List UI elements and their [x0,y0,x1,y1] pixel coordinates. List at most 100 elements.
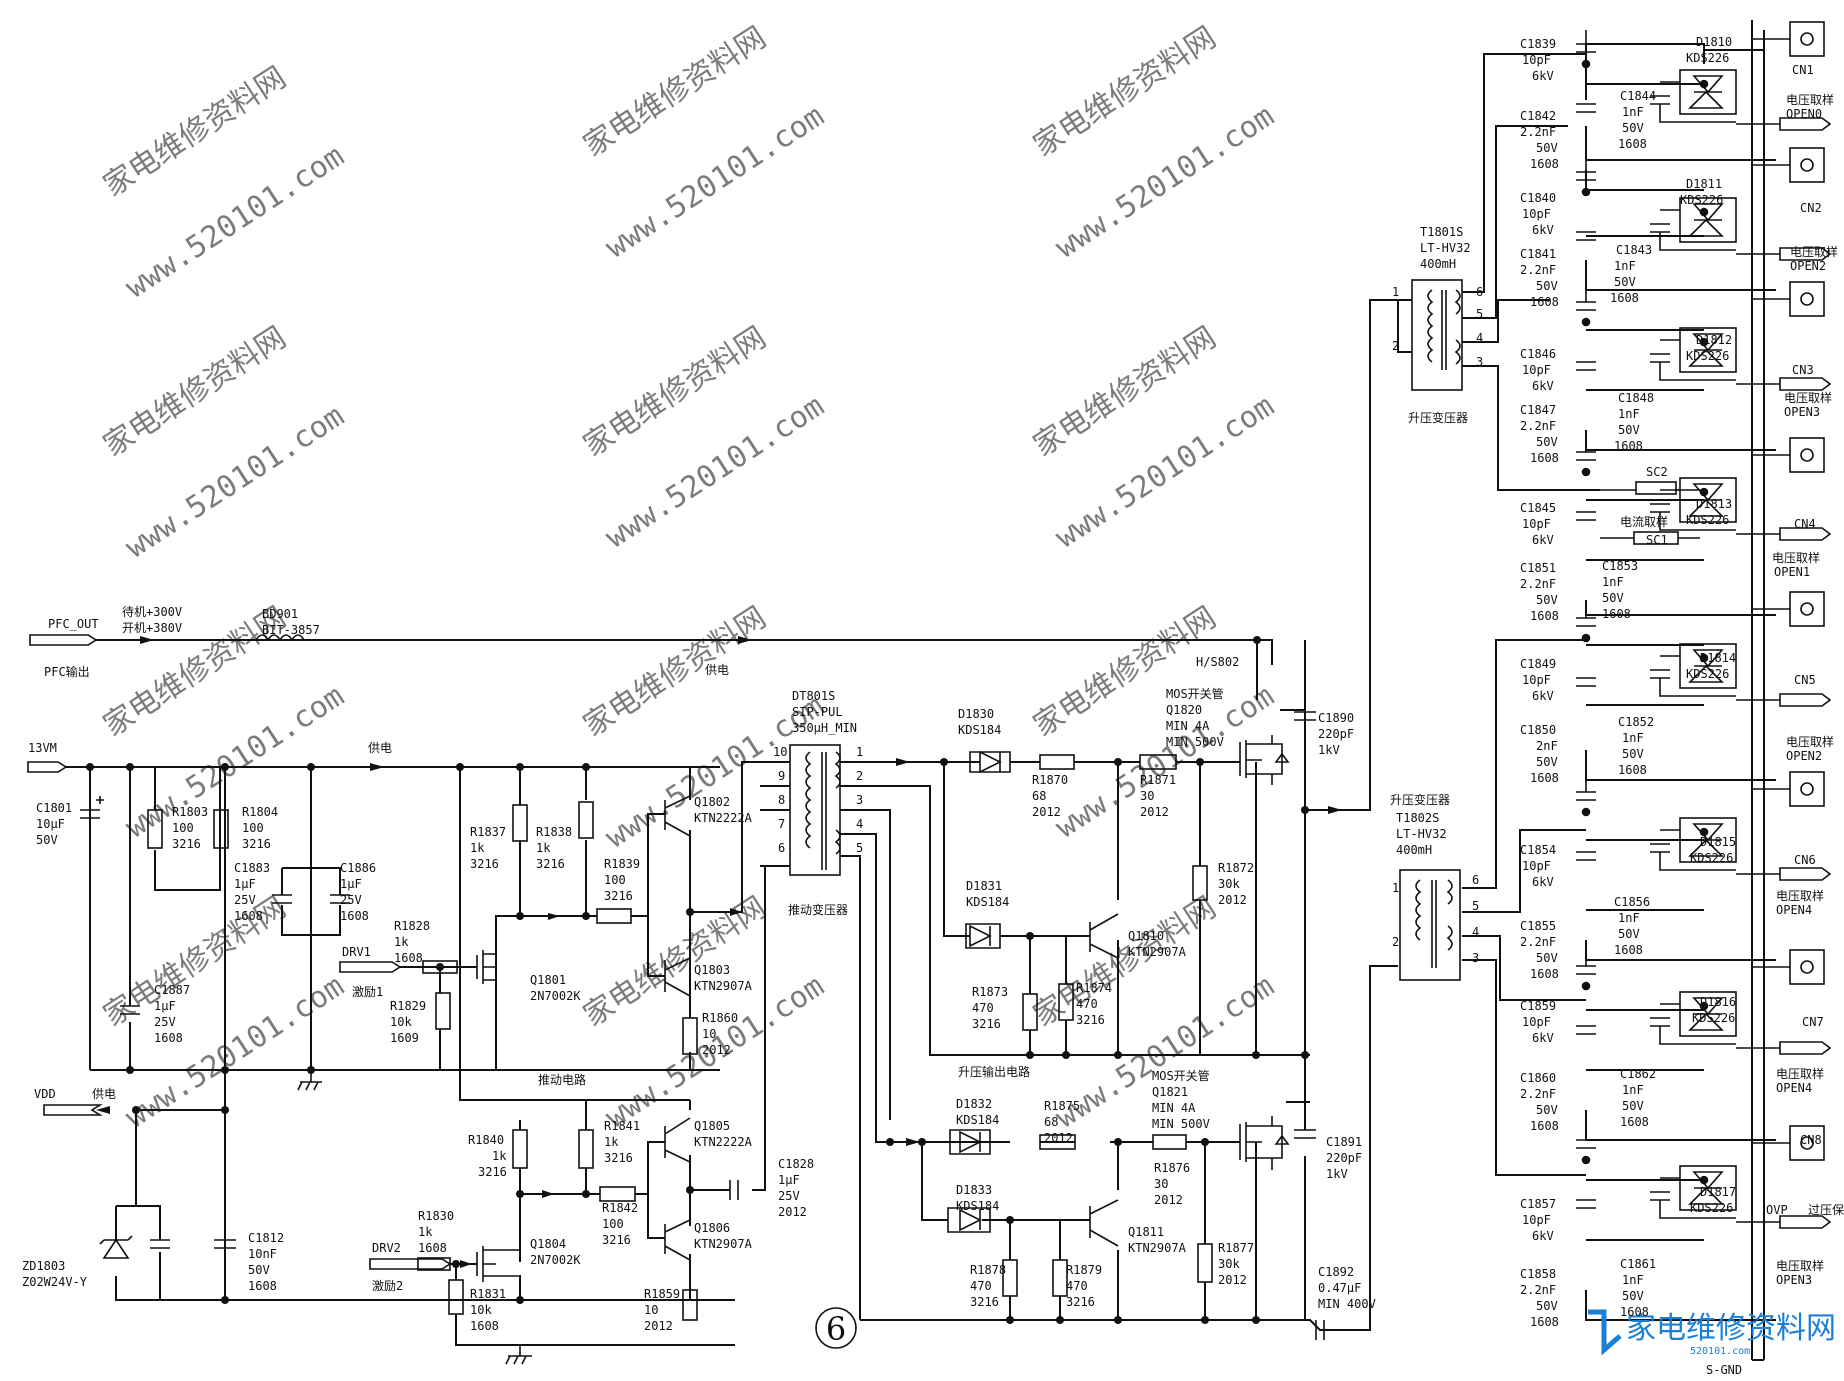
component-label: 30k [1218,1257,1240,1271]
component-label: 50V [248,1263,270,1277]
component-label: 2nF [1536,739,1558,753]
component-label: R1803 [172,805,208,819]
component-label: 2012 [1218,893,1247,907]
component-label: 电压取样 [1776,1066,1824,1081]
connector-pfc-out [29,634,98,646]
connector-pin [1800,1136,1814,1150]
component-label: 30 [1140,789,1154,803]
component-label: 2.2nF [1520,263,1556,277]
component-label: 13VM [28,741,57,755]
component-label: 50V [1536,755,1558,769]
pin-number: 5 [856,841,863,855]
pin-number: 6 [778,841,785,855]
connector-pin [1800,782,1814,796]
component-label: OPEN3 [1776,1273,1812,1287]
component-label: 10μF [36,817,65,831]
pin-number: 1 [1392,881,1399,895]
component-label: 推动电路 [538,1072,586,1087]
component-label: 1608 [470,1319,499,1333]
component-label: 400mH [1420,257,1456,271]
component-label: 50V [1536,593,1558,607]
component-label: 电压取样 [1790,244,1838,259]
component-label: D1831 [966,879,1002,893]
component-label: R1877 [1218,1241,1254,1255]
component-label: KTN2907A [1128,945,1187,959]
component-label: C1843 [1616,243,1652,257]
cn-connector [1789,21,1825,57]
component-label: 3216 [1066,1295,1095,1309]
component-label: Q1803 [694,963,730,977]
component-label: C1812 [248,1231,284,1245]
component-label: 6kV [1532,1031,1554,1045]
component-label: C1852 [1618,715,1654,729]
voltage-sample-connector [1779,693,1832,707]
component-label: 25V [234,893,256,907]
component-label: 1nF [1622,1273,1644,1287]
component-label: 100 [602,1217,624,1231]
component-label: 1608 [1530,451,1559,465]
bd901-inductor [255,634,305,642]
pin-number: 4 [856,817,863,831]
component-label: Q1811 [1128,1225,1164,1239]
component-label: 1nF [1622,731,1644,745]
component-label: 50V [1622,121,1644,135]
component-label: 10k [390,1015,412,1029]
component-label: 2.2nF [1520,1283,1556,1297]
component-label: 50V [1536,951,1558,965]
component-label: CN8 [1800,1133,1822,1147]
component-label: R1828 [394,919,430,933]
component-label: R1872 [1218,861,1254,875]
component-label: 1608 [1614,439,1643,453]
kds226-diode [1679,197,1737,243]
component-label: KDS226 [1692,1011,1735,1025]
component-label: 2N7002K [530,989,581,1003]
voltage-sample-connector [1779,117,1832,131]
component-label: 10pF [1522,1213,1551,1227]
component-label: 3216 [242,837,271,851]
component-label: 50V [1536,279,1558,293]
component-label: 1nF [1618,911,1640,925]
pin-number: 1 [1392,285,1399,299]
component-label: ZD1803 [22,1259,65,1273]
component-label: 0.47μF [1318,1281,1361,1295]
component-label: 2.2nF [1520,577,1556,591]
component-label: OPEN1 [1774,565,1810,579]
pin-number: 6 [1476,285,1483,299]
pin-number: 5 [1476,307,1483,321]
component-label: SIP-PUL [792,705,843,719]
component-label: 推动变压器 [788,902,848,917]
component-label: C1842 [1520,109,1556,123]
component-label: 1k [394,935,409,949]
component-label: H/S802 [1196,655,1239,669]
component-label: 25V [154,1015,176,1029]
component-label: R1842 [602,1201,638,1215]
component-label: 3216 [172,837,201,851]
component-label: C1857 [1520,1197,1556,1211]
sc2-block [1635,481,1677,495]
output-channel [1576,281,1832,391]
component-label: KTN2907A [694,1237,753,1251]
component-label: 3216 [1076,1013,1105,1027]
component-label: D1817 [1700,1185,1736,1199]
component-label: D1812 [1696,333,1732,347]
component-label: 1608 [1602,607,1631,621]
component-label: CN5 [1794,673,1816,687]
pin-number: 2 [856,769,863,783]
component-label: 1608 [1618,763,1647,777]
connector-pin [1800,32,1814,46]
component-label: KDS226 [1686,513,1729,527]
component-label: 1608 [248,1279,277,1293]
component-label: KTN2907A [694,979,753,993]
component-label: 供电 [92,1087,116,1101]
component-label: C1828 [778,1157,814,1171]
component-label: 供电 [705,663,729,677]
output-channel [1576,591,1832,707]
component-label: 电流取样 [1620,514,1668,529]
cn-connector [1789,591,1825,627]
voltage-sample-connector [1779,527,1832,541]
component-label: C1858 [1520,1267,1556,1281]
component-label: 220pF [1318,727,1354,741]
pin-number: 8 [778,793,785,807]
component-label: 30k [1218,877,1240,891]
